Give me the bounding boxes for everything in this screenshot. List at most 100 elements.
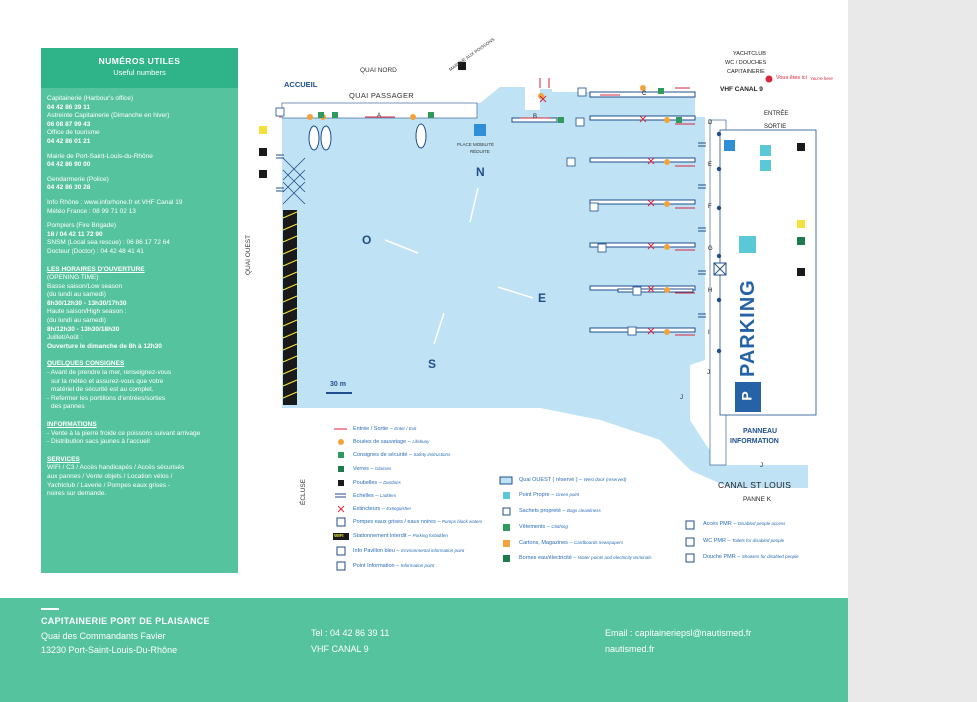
footer-website-link[interactable]: nautismed.fr	[605, 644, 655, 654]
meteo-france: Météo France : 08 99 71 02 13	[47, 207, 136, 215]
instruction-line: - Avant de prendre la mer, renseignez-vo…	[47, 369, 172, 377]
label-panneau: PANNEAU	[743, 428, 778, 435]
harbour-map	[259, 62, 817, 571]
useful-numbers-body: Capitainerie (Harbour's office) 04 42 86…	[41, 88, 238, 499]
legend-item: Point Propre – Green point	[519, 492, 580, 498]
label-scale: 30 m	[330, 381, 346, 388]
quay-dots	[716, 131, 722, 354]
left-black-marker	[259, 148, 267, 156]
information-line: - Distribution sacs jaunes à l'accueil	[47, 438, 150, 446]
legend-item: Sachets propreté – Bags cleanliness	[519, 508, 601, 514]
services-line: Yachtclub / Laverie / Pompes eaux grises…	[47, 481, 171, 489]
label-yachtclub: YACHTCLUB	[733, 51, 766, 57]
panne-label-b: B	[533, 114, 538, 120]
contact-value: 04 42 86 01 21	[47, 137, 91, 145]
wifi-badge: WIFI	[334, 533, 344, 538]
contact-value: 04 42 86 39 11	[47, 103, 91, 111]
contact-label: Office de tourisme	[47, 129, 100, 137]
panne-label-g: G	[708, 246, 713, 252]
opening-hours-sub: (OPENING TIME)	[47, 274, 99, 282]
legend-item: WC PMR – Toilets for disabled people	[703, 538, 785, 544]
instruction-line: - Refermer les portillons d'entrées/sort…	[47, 394, 166, 402]
legend-item: Echelles – Ladders	[353, 493, 397, 499]
instruction-line: sur la météo et assurez-vous que votre	[51, 377, 164, 385]
label-place-mobilite: PLACE MOBILITÉ	[457, 142, 495, 147]
footer-vhf: VHF CANAL 9	[311, 644, 369, 654]
compass-s: S	[428, 357, 437, 371]
label-quai-passager: QUAI PASSAGER	[349, 91, 415, 100]
high-season-label: Haute saison/High season :	[47, 308, 127, 316]
water-electric-terminals	[275, 87, 642, 336]
compass-o: O	[362, 233, 372, 247]
panne-label-f: F	[708, 204, 712, 210]
contact-value: 06 08 87 99 43	[47, 120, 91, 128]
panne-label-a: A	[377, 113, 382, 119]
services-line: aux pannes / Vente objets / Location vél…	[47, 472, 173, 480]
compass-n: N	[476, 165, 485, 179]
footer-title: CAPITAINERIE PORT DE PLAISANCE	[41, 616, 210, 626]
legend-item: Pompes eaux grises / eaux noires – Pumps…	[353, 519, 483, 525]
panne-label-j1: J	[707, 370, 710, 376]
right-green-marker	[797, 237, 805, 245]
right-black-marker-2	[797, 143, 805, 151]
footer-address-line2: 13230 Port-Saint-Louis-Du-Rhône	[41, 645, 178, 655]
contact-label: Gendarmerie (Police)	[47, 175, 109, 183]
information-line: - Vente à la pierre froide ce poissons s…	[47, 429, 201, 437]
label-you-re-here: You're here	[810, 76, 833, 81]
label-panne-k: PANNE K	[743, 496, 772, 503]
left-black-marker-2	[259, 170, 267, 178]
extinguishers	[539, 95, 655, 335]
label-parking-p: P	[738, 391, 755, 401]
right-yellow-marker	[797, 220, 805, 228]
legend-item: Douche PMR – Showers for disabled people	[703, 554, 799, 560]
green-point	[739, 236, 756, 253]
legend-item: Bouées de sauvetage – Lifebuoy	[353, 439, 430, 445]
legend-item: Cartons, Magazines – Cardboards newspape…	[519, 540, 624, 546]
legend-icons	[333, 428, 695, 571]
services-title: SERVICES	[47, 455, 80, 463]
pmr-right-2	[760, 145, 771, 156]
label-vhf-canal: VHF CANAL 9	[720, 86, 763, 93]
boats	[308, 123, 427, 151]
pompiers-label: Pompiers (Fire Brigade)	[47, 222, 116, 230]
low-season-label: Basse saison/Low season	[47, 282, 123, 290]
informations-title: INFORMATIONS	[47, 421, 97, 428]
low-season-days: (du lundi au samedi)	[47, 291, 106, 299]
footer-phone[interactable]: Tel : 04 42 86 39 11	[311, 628, 390, 638]
footer-email-link[interactable]: Email : capitaineriepsl@nautismed.fr	[605, 628, 752, 638]
contact-value: 04 42 86 90 00	[47, 161, 91, 169]
legend-item: Accès PMR – Disabled people access	[703, 521, 786, 527]
label-canal-st-louis: CANAL ST LOUIS	[718, 480, 792, 490]
left-yellow-marker	[259, 126, 267, 134]
instruction-line: des pannes	[51, 403, 85, 411]
legend-item: Consignes de sécurité – Safety instructi…	[353, 452, 451, 458]
legend-item: Extincteurs – Extinguisher	[353, 506, 412, 512]
parking-p-block	[735, 382, 761, 412]
services-line: noires sur demande.	[47, 490, 107, 498]
july-august: Juillet/Août :	[47, 334, 83, 342]
label-wc-douches: WC / DOUCHES	[725, 60, 767, 66]
footer-address-line1: Quai des Commandants Favier	[41, 631, 166, 641]
legend-item: Vêtements – Clothing	[519, 524, 568, 530]
footer: CAPITAINERIE PORT DE PLAISANCE Quai des …	[0, 598, 848, 702]
legend-item: Stationnement interdit – Parking forbidd…	[353, 533, 448, 539]
info-rhone: Info Rhône : www.inforhone.fr et VHF Can…	[47, 198, 183, 206]
ladders	[276, 142, 706, 318]
legend-item: Quai OUEST ( réservé ) – West dock (rese…	[519, 477, 627, 483]
legend-item: Info Pavillon bleu – Environmental infor…	[353, 548, 465, 554]
label-parking: PARKING	[737, 279, 759, 377]
useful-numbers-header: NUMÉROS UTILES Useful numbers	[41, 48, 238, 88]
panne-label-i: I	[708, 330, 710, 336]
fish-market-marker	[458, 62, 466, 70]
panne-label-d: D	[708, 120, 713, 126]
net-area	[282, 157, 306, 205]
label-ecluse: ÉCLUSE	[300, 478, 307, 505]
quai-ouest-reserved	[282, 210, 298, 405]
opening-hours-title: LES HORAIRES D'OUVERTURE	[47, 265, 145, 273]
instruction-line: matériel de sécurité est au complet.	[51, 386, 154, 394]
high-season-hours: 8h/12h30 - 13h30/18h30	[47, 325, 120, 333]
sunday-opening: Ouverture le dimanche de 8h à 12h30	[47, 342, 162, 350]
legend-item: Verres – Glasses	[353, 466, 392, 472]
docteur: Docteur (Doctor) : 04 42 48 41 41	[47, 247, 144, 255]
safety-signs	[318, 88, 682, 123]
